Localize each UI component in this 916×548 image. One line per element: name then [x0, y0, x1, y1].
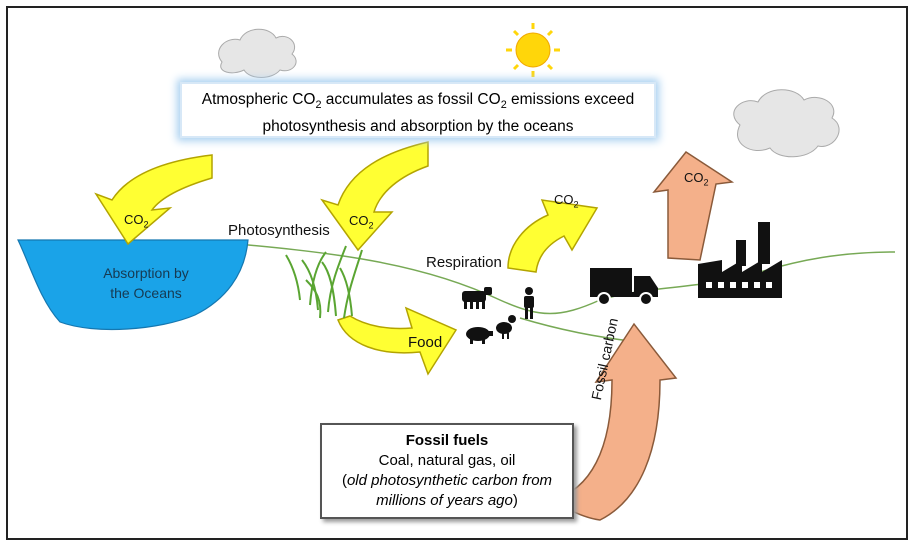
chicken-icon [496, 315, 516, 339]
grass-icon [285, 245, 363, 319]
co2-sub: 2 [703, 177, 709, 188]
cloud-right [733, 89, 840, 158]
food-label: Food [408, 334, 443, 351]
co2-label-respiration: CO2 [554, 192, 579, 210]
truck-icon [590, 268, 658, 306]
sun-icon [506, 23, 560, 77]
pig-icon [466, 327, 493, 344]
paren-open: ( [341, 472, 347, 489]
ocean-label-line1: Absorption by [103, 265, 189, 281]
line1-subscript-b: 2 [500, 99, 507, 112]
co2-sub: 2 [368, 220, 374, 231]
co2-label-fossil: CO2 [684, 170, 709, 188]
ocean-label: Absorption by the Oceans [100, 263, 192, 303]
atmospheric-co2-line1: Atmospheric CO2 accumulates as fossil CO… [182, 89, 654, 116]
co2-arrow-to-ocean [94, 154, 213, 246]
person-icon [524, 287, 534, 319]
cow-icon [462, 287, 492, 309]
fossil-co2-arrow [652, 150, 735, 261]
co2-arrow-respiration [507, 199, 599, 273]
ocean-shape [17, 239, 249, 331]
co2-label-ocean: CO2 [124, 212, 149, 230]
co2-text: CO [349, 213, 369, 228]
line1-part-b: accumulates as fossil CO [321, 91, 501, 108]
cloud-left [218, 28, 297, 78]
co2-label-plants: CO2 [349, 213, 374, 231]
atmospheric-co2-box: Atmospheric CO2 accumulates as fossil CO… [180, 82, 656, 138]
factory-icon [698, 222, 782, 298]
ground-line [214, 241, 896, 315]
fossil-fuels-line3-italic: millions of years ago [376, 492, 513, 509]
ground-line-lower [519, 317, 641, 343]
fossil-fuels-box: Fossil fuels Coal, natural gas, oil (old… [320, 423, 574, 519]
photosynthesis-label: Photosynthesis [228, 222, 330, 239]
co2-text: CO [124, 212, 144, 227]
co2-arrow-to-plants [320, 141, 429, 252]
co2-text: CO [554, 192, 574, 207]
line1-subscript-a: 2 [315, 99, 322, 112]
line1-part-c: emissions exceed [506, 91, 635, 108]
fossil-fuels-line3: millions of years ago) [322, 491, 572, 511]
co2-sub: 2 [143, 219, 149, 230]
co2-text: CO [684, 170, 704, 185]
ocean-label-line2: the Oceans [110, 285, 182, 301]
atmospheric-co2-line2: photosynthesis and absorption by the oce… [262, 118, 574, 136]
food-arrow [337, 306, 458, 376]
fossil-fuels-line2-italic: old photosynthetic carbon from [346, 472, 553, 489]
fossil-fuels-line1: Coal, natural gas, oil [378, 452, 516, 469]
line1-part-a: Atmospheric CO [201, 91, 316, 108]
fossil-fuels-line2: (old photosynthetic carbon from [322, 471, 572, 491]
fossil-fuels-title: Fossil fuels [405, 432, 489, 449]
co2-sub: 2 [573, 199, 579, 210]
paren-close: ) [512, 492, 518, 509]
fossil-carbon-arrow [550, 322, 678, 521]
respiration-label: Respiration [426, 254, 502, 271]
